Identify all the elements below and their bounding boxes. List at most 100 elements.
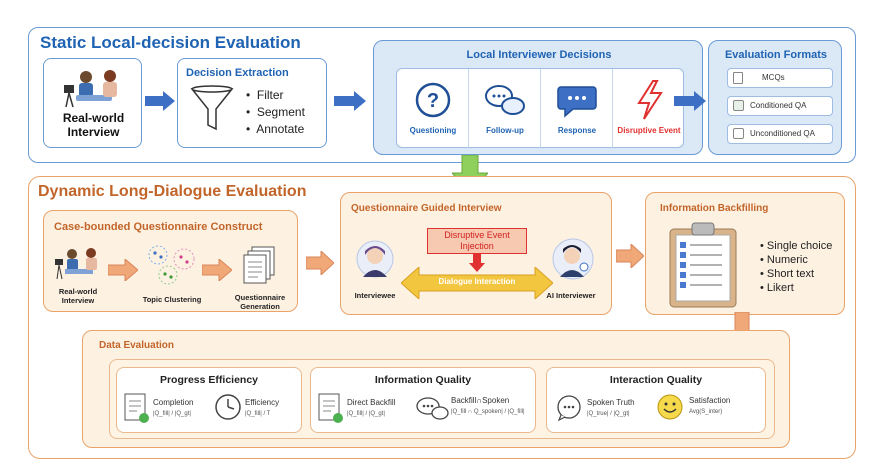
arrow-right-1: [145, 91, 175, 111]
decision-questioning-label: Questioning: [409, 126, 457, 135]
info-metric-2: Backfill∩Spoken |Q_fill ∩ Q_spoken| / |Q_…: [451, 396, 525, 417]
format-unconditioned-qa: Unconditioned QA: [727, 124, 833, 144]
arrow-right-orange: [108, 259, 138, 281]
speech-bubble-icon: [557, 395, 581, 422]
disruptive-event-injection-box: Disruptive Event Injection: [427, 228, 527, 254]
decision-extraction-box: Decision Extraction • Filter • Segment •…: [177, 58, 327, 148]
backfilling-title: Information Backfilling: [660, 203, 769, 214]
guided-interview-box: Questionnaire Guided Interview Interview…: [340, 192, 612, 315]
interview-people-icon: [55, 248, 97, 280]
question-icon: ?: [415, 82, 451, 118]
arrow-right-orange-2: [306, 251, 334, 275]
funnel-icon: [190, 85, 234, 131]
information-quality-title: Information Quality: [374, 374, 472, 386]
decision-disruptive-event: Disruptive Event: [613, 69, 685, 149]
arrow-right-orange: [202, 259, 232, 281]
document-icon: [733, 128, 744, 139]
progress-efficiency-title: Progress Efficiency: [159, 374, 259, 386]
real-world-interview-box: Real-world Interview: [43, 58, 142, 148]
data-evaluation-title: Data Evaluation: [99, 340, 175, 351]
satisfaction-formula: Avg(S_inter): [689, 409, 723, 415]
arrow-right-2: [334, 91, 366, 111]
interview-people-icon: [64, 70, 117, 108]
type-single-choice: Single choice: [766, 240, 833, 252]
data-evaluation-box: Data Evaluation Progress Efficiency Comp…: [82, 330, 790, 448]
efficiency-label: Efficiency: [245, 398, 280, 407]
arrow-down-red: [469, 254, 485, 272]
checklist-icon: [124, 393, 149, 423]
interaction-metric-1: Spoken Truth |Q_true| / |Q_gt|: [587, 398, 635, 419]
format-mcqs: MCQs: [727, 68, 833, 88]
list-icon: [733, 72, 743, 84]
interaction-quality-title: Interaction Quality: [609, 374, 703, 386]
evaluation-formats-box: Evaluation Formats MCQs Conditioned QA U…: [708, 40, 842, 155]
static-section-title: Static Local-decision Evaluation: [40, 33, 301, 52]
decision-response: Response: [541, 69, 613, 149]
ai-interviewer-avatar-icon: [552, 238, 594, 280]
svg-text:?: ?: [427, 90, 439, 112]
local-decisions-grid: ? Questioning Follow-up Response Disrupt…: [396, 68, 685, 149]
guided-interview-title: Questionnaire Guided Interview: [351, 203, 502, 214]
dialogue-interaction-arrow: [401, 267, 553, 299]
satisfaction-label: Satisfaction: [689, 396, 731, 405]
lightning-icon: [637, 80, 663, 120]
clock-icon: [215, 394, 241, 420]
decision-follow-up: Follow-up: [469, 69, 541, 149]
cluster-icon: [148, 245, 195, 285]
decision-follow-up-label: Follow-up: [486, 126, 524, 135]
direct-backfill-formula: |Q_fill| / |Q_gt|: [347, 411, 385, 417]
type-short-text: Short text: [766, 268, 814, 280]
document-icon: [733, 100, 744, 111]
local-decisions-title: Local Interviewer Decisions: [466, 49, 612, 61]
completion-formula: |Q_fill| / |Q_gt|: [153, 411, 191, 417]
extract-filter: Filter: [256, 88, 284, 102]
ai-interviewer-label: AI Interviewer: [546, 291, 596, 300]
format-unconditioned-label: Unconditioned QA: [750, 129, 815, 138]
chat-bubbles-icon: [485, 85, 525, 115]
spoken-truth-label: Spoken Truth: [587, 398, 635, 407]
real-world-interview-label: Real-world Interview: [62, 111, 125, 139]
extract-annotate: Annotate: [256, 122, 305, 136]
progress-efficiency-card: Progress Efficiency Completion |Q_fill| /…: [116, 367, 302, 433]
progress-metric-2: Efficiency|Q_fill| / T: [245, 398, 279, 419]
topic-clustering-label: Topic Clustering: [142, 295, 202, 304]
information-backfilling-box: Information Backfilling • Single choice …: [645, 192, 845, 315]
cbq-real-world-label: Real-world Interview: [58, 287, 98, 305]
checklist-icon: [318, 393, 343, 423]
dynamic-section-title: Dynamic Long-Dialogue Evaluation: [38, 183, 307, 200]
case-bounded-questionnaire-box: Case-bounded Questionnaire Construct Rea…: [43, 210, 298, 312]
document-stack-icon: [243, 246, 275, 284]
clipboard-checklist-icon: [669, 222, 737, 308]
backfill-spoken-formula: |Q_fill ∩ Q_spoken| / |Q_fill|: [451, 409, 525, 415]
arrow-right-orange-3: [616, 244, 644, 268]
direct-backfill-label: Direct Backfill: [347, 398, 396, 407]
arrow-right-3: [674, 91, 706, 111]
case-bounded-title: Case-bounded Questionnaire Construct: [54, 221, 263, 233]
decision-extraction-list: • Filter • Segment • Annotate: [246, 88, 305, 136]
completion-label: Completion: [153, 398, 194, 407]
format-conditioned-label: Conditioned QA: [750, 101, 807, 110]
decision-questioning: ? Questioning: [397, 69, 469, 149]
questionnaire-generation-label: Questionnaire Generation: [234, 293, 286, 311]
extract-segment: Segment: [256, 105, 305, 119]
information-quality-card: Information Quality Direct Backfill |Q_fi…: [310, 367, 536, 433]
evaluation-formats-title: Evaluation Formats: [724, 49, 828, 61]
info-metric-1: Direct Backfill |Q_fill| / |Q_gt|: [347, 398, 395, 419]
progress-metric-1: Completion |Q_fill| / |Q_gt|: [153, 398, 193, 419]
interaction-quality-card: Interaction Quality Spoken Truth |Q_true|…: [546, 367, 766, 433]
type-likert: Likert: [766, 282, 794, 294]
chat-bubbles-icon: [416, 397, 449, 420]
decision-extraction-title: Decision Extraction: [186, 67, 289, 79]
decision-disruptive-label: Disruptive Event: [617, 126, 681, 135]
spoken-truth-formula: |Q_true| / |Q_gt|: [587, 411, 630, 417]
decision-response-label: Response: [557, 126, 597, 135]
data-evaluation-metrics: Progress Efficiency Completion |Q_fill| /…: [109, 359, 775, 439]
backfilling-types-list: • Single choice • Numeric • Short text •…: [760, 240, 833, 294]
format-conditioned-qa: Conditioned QA: [727, 96, 833, 116]
local-decisions-box: Local Interviewer Decisions ? Questionin…: [373, 40, 703, 155]
type-numeric: Numeric: [766, 254, 808, 266]
interviewee-label: Interviewee: [354, 291, 396, 300]
backfill-spoken-label: Backfill∩Spoken: [451, 396, 510, 405]
dialogue-interaction-label: Dialogue Interaction: [438, 277, 516, 286]
